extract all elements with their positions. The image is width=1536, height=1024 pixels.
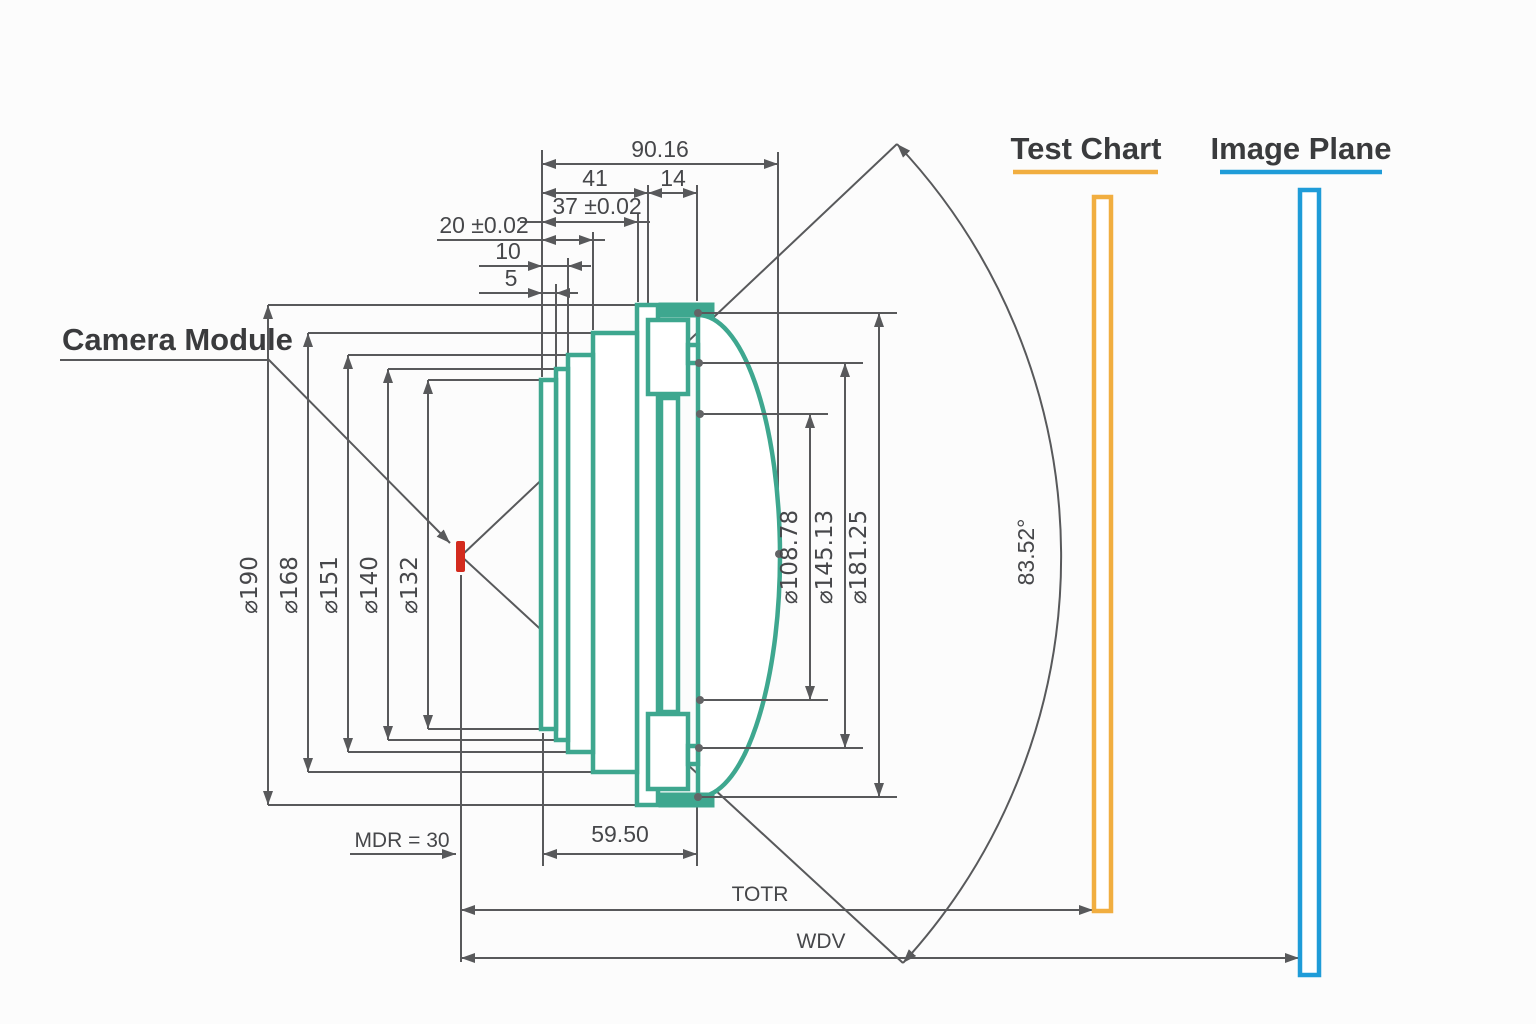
- dim-dia-145: ⌀145.13: [812, 510, 838, 604]
- dim-fov-angle: 83.52°: [1013, 519, 1039, 586]
- lens-flange-top: [645, 317, 691, 397]
- dim-10: 10: [495, 238, 521, 264]
- lens-inner-barrel: [658, 395, 681, 715]
- lens-flange-bottom: [645, 711, 691, 792]
- image-plane-bar: [1297, 187, 1322, 978]
- dim-dia-168: ⌀168: [277, 556, 303, 614]
- dim-59-50: 59.50: [591, 821, 649, 847]
- dim-37: 37 ±0.02: [552, 193, 641, 219]
- top-length-dimensions: [437, 150, 779, 550]
- dim-total-length: 90.16: [631, 136, 689, 162]
- lens-barrel-step-3: [565, 352, 596, 755]
- dim-mdr: MDR = 30: [354, 829, 449, 852]
- test-chart-label: Test Chart: [1010, 131, 1161, 166]
- dim-41: 41: [582, 165, 608, 191]
- lens-barrel-step-4: [590, 330, 640, 775]
- lens-retainer-bottom: [658, 792, 715, 808]
- image-plane-label: Image Plane: [1211, 131, 1392, 166]
- camera-module-leader-line: [267, 358, 451, 544]
- dim-totr: TOTR: [732, 883, 789, 906]
- lens-barrel-step-1: [538, 377, 559, 732]
- dim-5: 5: [505, 265, 518, 291]
- dim-wdv: WDV: [797, 930, 846, 953]
- fov-angle-arc: [896, 143, 1063, 964]
- lens-nub-bottom: [685, 743, 701, 767]
- left-diameter-dimensions: [263, 304, 660, 806]
- camera-module-label: Camera Module: [62, 322, 293, 357]
- dim-14: 14: [660, 165, 686, 191]
- right-diameter-dimensions: [694, 309, 897, 801]
- dim-20: 20 ±0.02: [439, 212, 528, 238]
- dim-dia-108: ⌀108.78: [777, 510, 803, 604]
- dim-dia-132: ⌀132: [397, 556, 423, 614]
- dim-dia-151: ⌀151: [317, 556, 343, 614]
- bottom-dimensions: [350, 575, 1299, 963]
- lens-dome-element: [695, 312, 783, 800]
- dim-dia-140: ⌀140: [357, 556, 383, 614]
- dim-dia-190: ⌀190: [237, 556, 263, 614]
- focal-point-marker: [456, 541, 465, 572]
- lens-retainer-top: [658, 302, 715, 318]
- dimension-labels: 90.16 41 14 37 ±0.02 20 ±0.02 10 5 ⌀190 …: [237, 136, 1039, 953]
- dim-dia-181: ⌀181.25: [846, 510, 872, 604]
- titles: Camera Module Test Chart Image Plane: [60, 131, 1392, 361]
- test-chart-bar: [1091, 194, 1114, 914]
- lens-assembly: [538, 302, 783, 808]
- lens-nub-top: [685, 342, 701, 366]
